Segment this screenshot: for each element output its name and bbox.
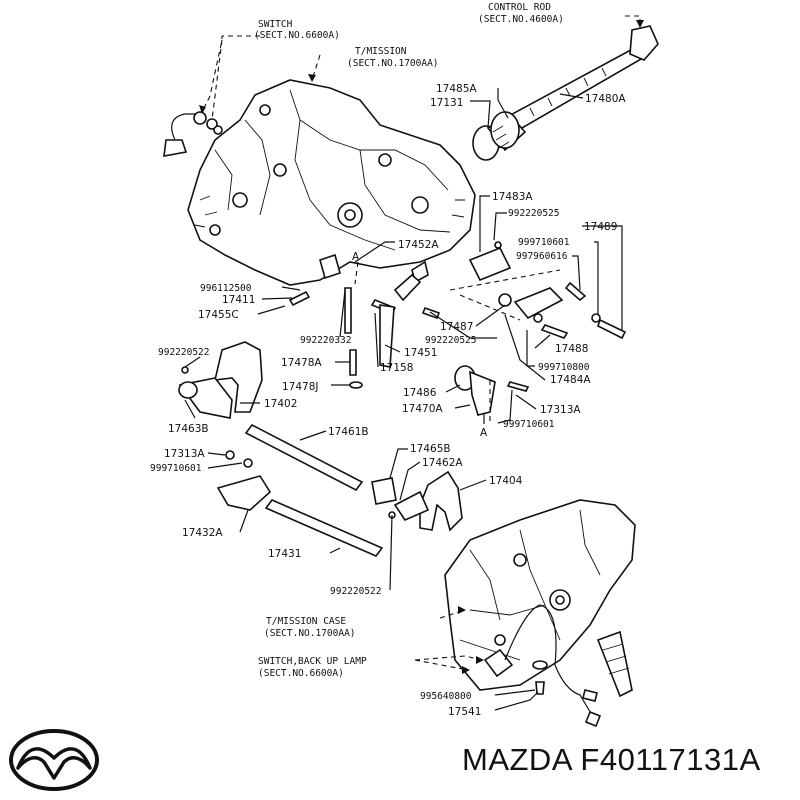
label-17462A: 17462A (422, 457, 463, 469)
label-17158: 17158 (380, 362, 413, 374)
label-992220525-b: 992220525 (425, 335, 476, 346)
label-17488: 17488 (555, 343, 588, 355)
label-17461B: 17461B (328, 426, 369, 438)
label-switch-top-sect: (SECT.NO.6600A) (254, 30, 340, 41)
label-17489: 17489 (584, 221, 617, 233)
label-17463B: 17463B (168, 423, 209, 435)
label-control-rod-sect: (SECT.NO.4600A) (478, 14, 564, 25)
label-999710601-c: 999710601 (150, 463, 202, 474)
label-999710601-a: 999710601 (518, 237, 570, 248)
label-992220525-a: 992220525 (508, 208, 559, 219)
label-switch-backup-sect: (SECT.NO.6600A) (258, 668, 344, 679)
label-17451: 17451 (404, 347, 437, 359)
mazda-logo-icon (9, 729, 99, 791)
label-992220332: 992220332 (300, 335, 351, 346)
label-17455C: 17455C (198, 309, 239, 321)
label-17431: 17431 (268, 548, 301, 560)
backup-switch-drawing (483, 604, 602, 728)
label-17313A-b: 17313A (164, 448, 205, 460)
part-17432A-drawing (216, 450, 272, 511)
label-switch-top: SWITCH (258, 19, 293, 30)
label-17484A: 17484A (550, 374, 591, 386)
label-switch-backup: SWITCH,BACK UP LAMP (258, 656, 367, 667)
label-17487: 17487 (440, 321, 473, 333)
label-17470A: 17470A (402, 403, 443, 415)
label-17485A: 17485A (436, 83, 477, 95)
fork-17402-drawing (178, 341, 263, 419)
shift-mechanism-drawing (288, 241, 627, 424)
label-999710800: 999710800 (538, 362, 590, 373)
shift-rods-drawing (244, 423, 384, 557)
label-17131: 17131 (430, 97, 463, 109)
label-marker-a-top: A (352, 251, 360, 263)
leader-lines (184, 88, 623, 711)
fork-17404-drawing (371, 470, 463, 532)
label-992220522-a: 992220522 (158, 347, 209, 358)
switch-top-drawing (163, 111, 223, 157)
label-17478J: 17478J (282, 381, 319, 393)
label-17465B: 17465B (410, 443, 451, 455)
part-number-title: MAZDA F40117131A (462, 742, 761, 777)
label-997960616: 997960616 (516, 251, 568, 262)
label-17432A: 17432A (182, 527, 223, 539)
transmission-housing-drawing (187, 79, 476, 286)
label-17411: 17411 (222, 294, 255, 306)
label-tmission-case: T/MISSION CASE (266, 616, 346, 627)
label-tmission-top-sect: (SECT.NO.1700AA) (347, 58, 439, 69)
arrow-heads (199, 20, 644, 674)
label-control-rod: CONTROL ROD (488, 2, 551, 13)
label-17541: 17541 (448, 706, 481, 718)
label-996112500: 996112500 (200, 283, 252, 294)
label-999710601-b: 999710601 (503, 419, 555, 430)
label-17478A: 17478A (281, 357, 322, 369)
label-992220522-b: 992220522 (330, 586, 381, 597)
label-17483A: 17483A (492, 191, 533, 203)
label-995640800: 995640800 (420, 691, 472, 702)
label-tmission-case-sect: (SECT.NO.1700AA) (264, 628, 356, 639)
control-rod-drawing (503, 25, 659, 134)
label-17402: 17402 (264, 398, 297, 410)
boot-drawing (472, 111, 527, 161)
labels: CONTROL ROD (SECT.NO.4600A) SWITCH (SECT… (150, 2, 626, 718)
label-17480A: 17480A (585, 93, 626, 105)
label-17486: 17486 (403, 387, 437, 399)
label-17452A: 17452A (398, 239, 439, 251)
label-tmission-top: T/MISSION (355, 46, 407, 57)
label-17313A-a: 17313A (540, 404, 581, 416)
label-marker-a-bottom: A (480, 427, 488, 439)
label-17404: 17404 (489, 475, 523, 487)
